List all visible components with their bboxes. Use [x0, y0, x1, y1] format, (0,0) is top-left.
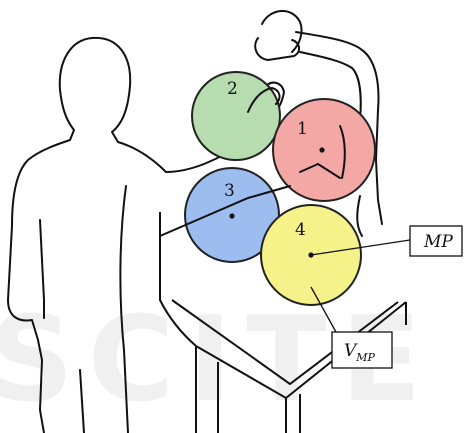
zone-1-label: 1	[297, 119, 308, 139]
zone-3-label: 3	[224, 181, 235, 201]
zone-1-center-point	[319, 147, 324, 152]
mp-callout-label: MP	[423, 232, 453, 252]
zone-2-label: 2	[227, 79, 238, 99]
zone-2: 2	[192, 72, 280, 160]
vmp-callout: VMP	[332, 332, 392, 368]
zone-4-label: 4	[295, 220, 306, 240]
zone-3-center-point	[229, 213, 234, 218]
mp-callout: MP	[410, 226, 462, 256]
